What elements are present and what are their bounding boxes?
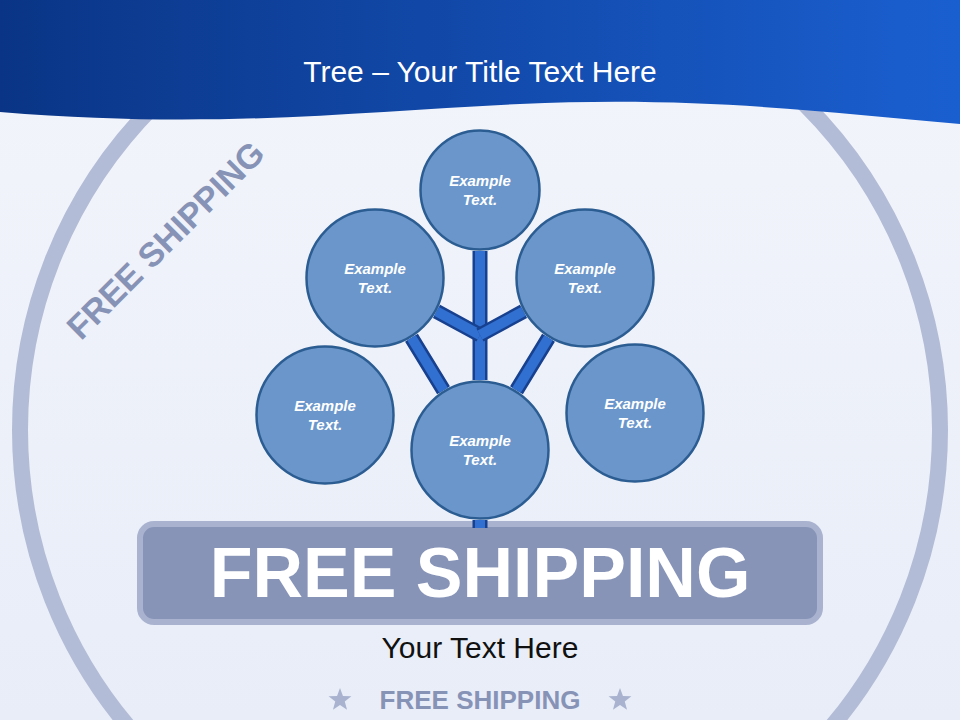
node-text: Example Text. bbox=[543, 259, 627, 298]
circle-fill bbox=[257, 347, 394, 484]
circle-fill bbox=[517, 210, 654, 347]
circle-outline bbox=[305, 208, 445, 348]
circle-outline bbox=[410, 380, 550, 520]
watermark-slot: FREE SHIPPING bbox=[210, 538, 751, 608]
circle-fill bbox=[412, 382, 549, 519]
stamp-band bbox=[140, 524, 820, 622]
stamp-star bbox=[609, 688, 632, 710]
circle-fill bbox=[567, 345, 704, 482]
circle-fill bbox=[421, 131, 540, 250]
caption-text: Your Text Here bbox=[0, 630, 960, 666]
header-band bbox=[0, 0, 960, 124]
circle-outline bbox=[565, 343, 705, 483]
tree-circle: Example Text. bbox=[515, 208, 655, 348]
tree-circle: Example Text. bbox=[305, 208, 445, 348]
node-text: Example Text. bbox=[438, 171, 522, 210]
tree-circle: Example Text. bbox=[410, 380, 550, 520]
tree-circle: Example Text. bbox=[255, 345, 395, 485]
title-slot: Tree – Your Title Text Here bbox=[0, 54, 960, 90]
node-text: Example Text. bbox=[283, 396, 367, 435]
stamp-star bbox=[329, 688, 352, 710]
circle-outline bbox=[255, 345, 395, 485]
tree-circle: Example Text. bbox=[419, 129, 541, 251]
watermark-text: FREE SHIPPING bbox=[210, 538, 751, 608]
circle-outline bbox=[515, 208, 655, 348]
node-text: Example Text. bbox=[593, 394, 677, 433]
circle-fill bbox=[307, 210, 444, 347]
circle-outline bbox=[419, 129, 541, 251]
node-text: Example Text. bbox=[333, 259, 417, 298]
caption-slot: Your Text Here bbox=[0, 630, 960, 666]
slide-title: Tree – Your Title Text Here bbox=[0, 54, 960, 90]
watermark-text: FREE SHIPPING bbox=[380, 687, 581, 713]
watermark-slot: FREE SHIPPING bbox=[380, 687, 581, 713]
tree-circle: Example Text. bbox=[565, 343, 705, 483]
node-text: Example Text. bbox=[438, 431, 522, 470]
